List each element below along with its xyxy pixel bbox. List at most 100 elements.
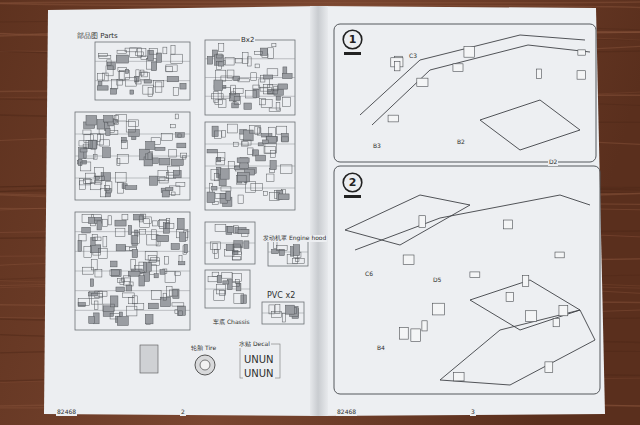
page-number: 2 (180, 409, 186, 416)
part-drawing (403, 255, 414, 264)
part-group-label-holder: 轮胎 Tire (190, 336, 217, 354)
callout-number-holder: B4 (376, 336, 386, 354)
page-heading-holder: 部品图 Parts (76, 24, 119, 42)
part-group-label-holder: 发动机罩 Engine hood (262, 226, 327, 244)
part-group-label: PVC x2 (266, 292, 296, 301)
chassis-assembly (440, 310, 595, 385)
part-drawing (536, 69, 541, 79)
callout-number-holder: C6 (364, 262, 374, 280)
chassis-rail (355, 195, 590, 250)
step-number-circle: 2 (342, 172, 363, 193)
callout-number: D2 (548, 159, 558, 166)
callout-number: B2 (456, 139, 466, 146)
page-number-holder: 3 (470, 400, 476, 418)
sprue-frame (205, 222, 255, 264)
frame-plate (470, 280, 580, 330)
tire-hub (200, 360, 210, 370)
chassis-rail (360, 35, 585, 115)
sprue-label: Bx2 (240, 37, 255, 45)
callout-number: D5 (432, 277, 442, 284)
decal-text-holder: UNUN (243, 363, 275, 381)
sprue-frame (262, 302, 304, 324)
part-drawing (395, 61, 400, 70)
part-drawing (559, 305, 568, 315)
step-number-circle: 1 (342, 29, 363, 50)
part-drawing (433, 303, 445, 315)
part-drawing (503, 220, 512, 229)
sprue-frame (75, 212, 190, 330)
part-drawing (523, 275, 529, 286)
decal-sheet (240, 344, 280, 378)
part-drawing (388, 115, 399, 122)
right-page (318, 6, 605, 416)
part-group-label: 发动机罩 Engine hood (262, 235, 327, 242)
part-drawing (506, 292, 513, 301)
kit-number: 82468 (56, 409, 77, 416)
page-number-holder: 2 (180, 400, 186, 418)
page-fold (310, 6, 328, 416)
page-number: 3 (470, 409, 476, 416)
sprue-label-holder: Bx2 (240, 28, 255, 46)
tire-drawing (195, 355, 215, 375)
part-drawing (400, 328, 409, 340)
sprue-frame (205, 122, 295, 210)
part-drawing (464, 47, 475, 58)
step-number: 1 (342, 34, 363, 45)
step-number: 2 (342, 177, 363, 188)
sprue-frame (75, 112, 190, 200)
decal-text: UNUN (243, 354, 275, 365)
part-group-label-holder: 水贴 Decal (238, 332, 271, 350)
part-group-label: 轮胎 Tire (190, 345, 217, 352)
part-drawing (453, 64, 463, 71)
kit-number-holder: 82468 (336, 400, 357, 418)
left-page (44, 6, 322, 416)
part-drawing (525, 311, 536, 322)
part-drawing (422, 321, 427, 331)
assembly-steps (334, 24, 600, 394)
callout-number-holder: B2 (456, 130, 466, 148)
decal-text-holder: UNUN (243, 349, 275, 367)
grain-line (0, 1, 640, 4)
part-group-label: 车底 Chassis (212, 319, 251, 326)
photo-etch-sheet (140, 345, 158, 373)
step-underline (344, 52, 361, 55)
callout-number: B3 (372, 143, 382, 150)
callout-number: C3 (408, 53, 418, 60)
part-drawing (417, 78, 428, 86)
part-group-label: 水贴 Decal (238, 341, 271, 348)
part-drawing (577, 71, 586, 79)
parts-sprues (75, 40, 308, 378)
step-underline (344, 195, 361, 198)
frame-plate (480, 100, 580, 150)
part-drawing (470, 272, 480, 278)
sprue-frame (268, 238, 308, 266)
callout-number-holder: D5 (432, 268, 442, 286)
callout-number: C6 (364, 271, 374, 278)
sprue-frame (205, 40, 295, 115)
decal-text: UNUN (243, 368, 275, 379)
part-group-label-holder: PVC x2 (266, 284, 296, 302)
sprue-frame (205, 270, 250, 308)
callout-number-holder: D2 (548, 150, 558, 168)
part-drawing (553, 319, 559, 327)
part-drawing (545, 362, 553, 372)
kit-number-holder: 82468 (56, 400, 77, 418)
sprue-frame (95, 42, 190, 100)
callout-number-holder: C3 (408, 44, 418, 62)
part-drawing (453, 372, 464, 380)
part-drawing (578, 50, 585, 55)
callout-number: B4 (376, 345, 386, 352)
callout-number-holder: B3 (372, 134, 382, 152)
part-drawing (555, 252, 564, 258)
step-panel (334, 24, 596, 162)
part-drawing (411, 329, 421, 342)
frame-plate (345, 195, 470, 245)
part-drawing (419, 216, 425, 228)
step-panel (334, 166, 600, 394)
part-group-label-holder: 车底 Chassis (212, 310, 251, 328)
page-heading: 部品图 Parts (76, 33, 119, 41)
kit-number: 82468 (336, 409, 357, 416)
